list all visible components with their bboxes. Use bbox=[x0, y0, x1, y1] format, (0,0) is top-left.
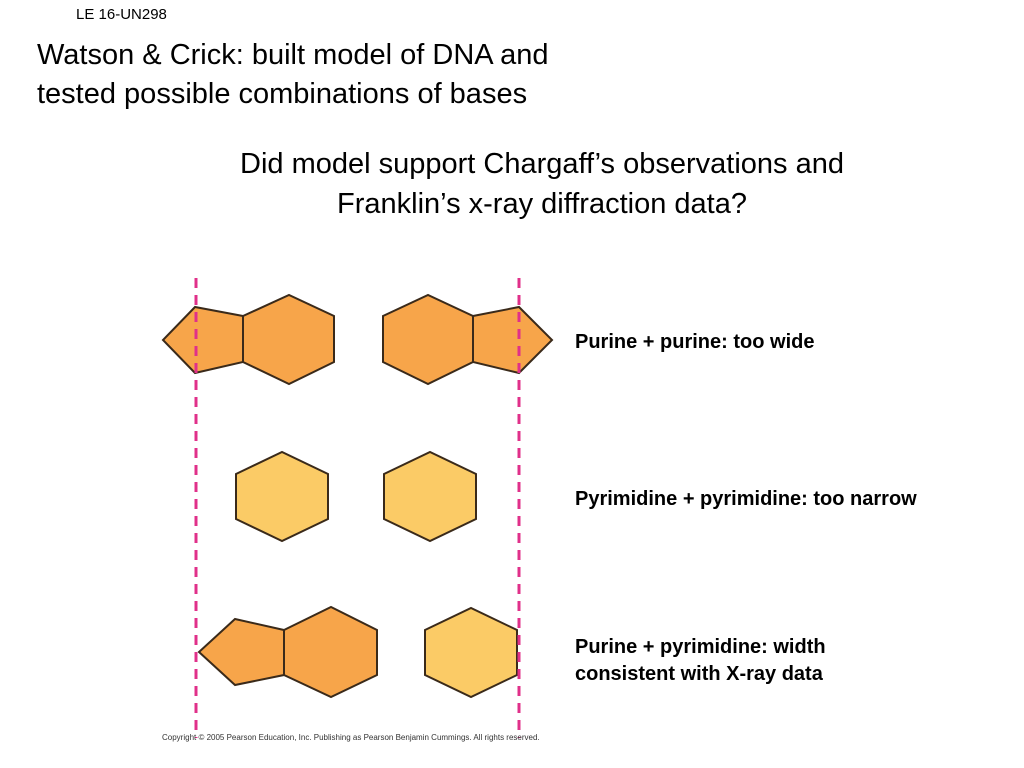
pairing-label-purine-purine: Purine + purine: too wide bbox=[575, 331, 815, 353]
pair-purine-pyrimidine bbox=[197, 605, 518, 699]
pairing-label-pyrimidine-pyrimidine: Pyrimidine + pyrimidine: too narrow bbox=[575, 488, 917, 510]
purine-base-ring bbox=[197, 617, 285, 687]
pyrimidine-base-right bbox=[383, 450, 477, 543]
pyrimidine-base bbox=[424, 606, 518, 699]
pyrimidine-base-left bbox=[235, 450, 329, 543]
copyright-notice: Copyright © 2005 Pearson Education, Inc.… bbox=[162, 733, 540, 742]
pair-purine-purine bbox=[161, 293, 554, 386]
purine-base-right bbox=[382, 293, 474, 386]
purine-base bbox=[283, 605, 378, 699]
pair-pyrimidine-pyrimidine bbox=[235, 450, 477, 543]
pairing-label-purine-pyrimidine: Purine + pyrimidine: width consistent wi… bbox=[575, 636, 826, 685]
purine-base-right-ring bbox=[472, 305, 554, 375]
purine-base-left-ring bbox=[161, 305, 244, 375]
slide-title: Watson & Crick: built model of DNA and t… bbox=[37, 39, 549, 110]
question-text: Did model support Chargaff’s observation… bbox=[240, 148, 844, 220]
purine-base-left bbox=[242, 293, 335, 386]
slide-id: LE 16-UN298 bbox=[76, 6, 167, 23]
